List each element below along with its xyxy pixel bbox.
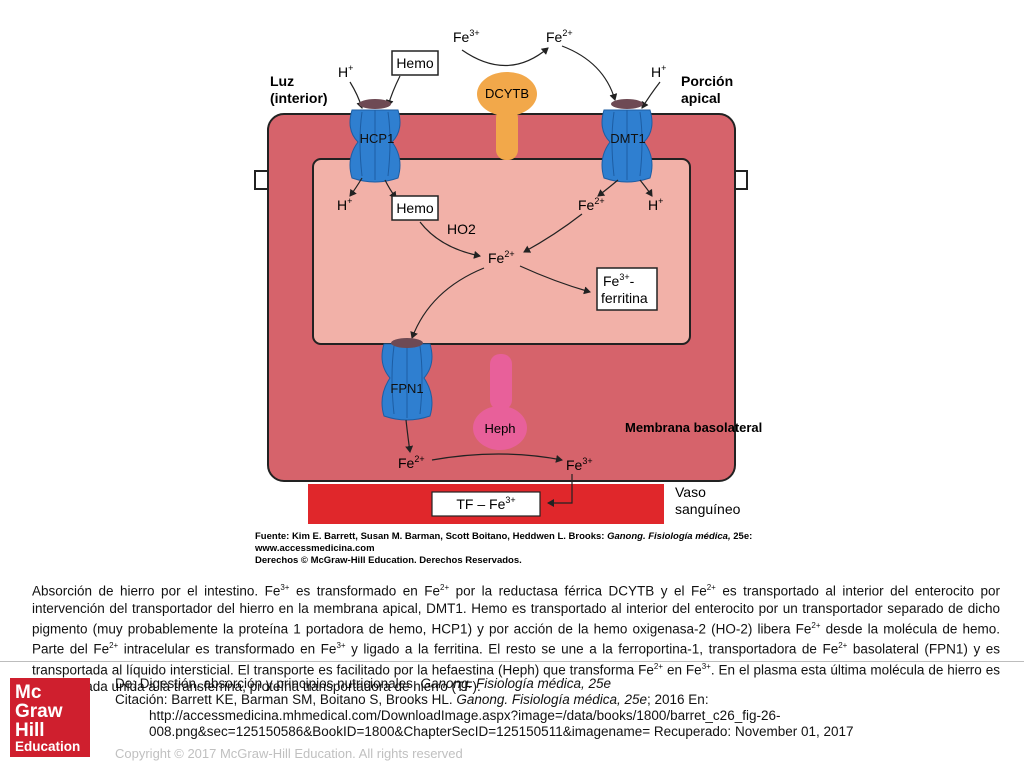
hcp1-transporter: HCP1 <box>349 99 401 183</box>
fe2-lumen: Fe2+ <box>546 28 573 45</box>
fe2-cytosol-pool: Fe2+ <box>488 249 515 266</box>
vessel-label: Vaso <box>675 484 706 500</box>
from-line: De: Digestión, absorción y principios nu… <box>115 676 612 691</box>
logo-line-4: Education <box>15 739 81 754</box>
apical-label: Porción <box>681 73 733 89</box>
vessel-sublabel: sanguíneo <box>675 501 741 517</box>
dmt1-transporter: DMT1 <box>601 99 653 183</box>
ferritin-label-bottom: ferritina <box>601 290 648 306</box>
fpn1-label: FPN1 <box>390 381 423 396</box>
hcp1-proton-cytosol: H+ <box>337 196 352 213</box>
ferritin-box <box>596 267 658 311</box>
heme-box-lumen <box>391 50 439 76</box>
footer-divider <box>0 661 1024 662</box>
fe3-interstitial: Fe3+ <box>566 456 593 473</box>
ferritin-binding-arrow <box>519 265 591 295</box>
citation-line: Citación: Barrett KE, Barman SM, Boitano… <box>115 692 709 707</box>
fe2-interstitial: Fe2+ <box>398 454 425 471</box>
heme-cytosol-label: Hemo <box>396 200 434 216</box>
dmt1-label: DMT1 <box>610 131 645 146</box>
logo-line-2: Graw <box>15 701 63 722</box>
fe3-to-transferrin-arrow <box>547 474 573 507</box>
dcytb-protein: DCYTB <box>477 72 537 160</box>
logo-line-3: Hill <box>15 720 45 741</box>
heph-protein: Heph <box>473 354 527 450</box>
transferrin-label: TF – Fe3+ <box>456 495 515 512</box>
lumen-sublabel: (interior) <box>270 90 328 106</box>
mcgraw-hill-logo: Mc Graw Hill Education <box>10 678 90 757</box>
dmt1-fe2-release-arrow <box>597 179 619 197</box>
fe2-pool-arrow <box>523 213 583 253</box>
figure-caption: Absorción de hierro por el intestino. Fe… <box>32 583 1001 694</box>
cell-left-tab <box>254 170 270 190</box>
dcytb-label: DCYTB <box>485 86 529 101</box>
dmt1-proton-arrow <box>641 81 661 109</box>
dmt1-proton-release-arrow <box>639 179 653 197</box>
fpn1-export-arrow <box>405 419 414 453</box>
ho2-heme-to-fe2-arrow <box>419 221 481 259</box>
dmt1-proton-cytosol: H+ <box>648 196 663 213</box>
heme-lumen-label: Hemo <box>396 55 434 71</box>
apical-sublabel: apical <box>681 90 721 106</box>
source-line-1: Fuente: Kim E. Barrett, Susan M. Barman,… <box>255 531 752 542</box>
ferritin-label-top: Fe3+- <box>603 272 635 289</box>
transferrin-box <box>431 491 541 517</box>
fe2-to-dmt1-arrow <box>561 45 618 101</box>
heph-label: Heph <box>484 421 515 436</box>
ho2-label: HO2 <box>447 221 476 237</box>
heme-uptake-arrow <box>385 75 401 107</box>
lumen-label: Luz <box>270 73 294 89</box>
citation-url-2[interactable]: 008.png&sec=125150586&BookID=1800&Chapte… <box>149 724 854 739</box>
dmt1-proton-lumen: H+ <box>651 63 666 80</box>
fe3-lumen: Fe3+ <box>453 28 480 45</box>
basolateral-membrane-label: Membrana basolateral <box>625 420 762 435</box>
fe2-to-fpn1-arrow <box>410 267 485 339</box>
copyright-notice: Copyright © 2017 McGraw-Hill Education. … <box>115 746 463 761</box>
dmt1-fe2-cytosol: Fe2+ <box>578 196 605 213</box>
hcp1-proton-release-arrow <box>349 177 363 197</box>
logo-line-1: Mc <box>15 682 42 703</box>
citation-url-1[interactable]: http://accessmedicina.mhmedical.com/Down… <box>149 708 781 723</box>
heme-box-cytosol <box>391 195 439 221</box>
citation-block: De: Digestión, absorción y principios nu… <box>115 676 1015 740</box>
dcytb-reduction-arrow <box>461 47 549 67</box>
source-line-2: www.accessmedicina.com <box>254 543 375 554</box>
iron-absorption-diagram: Luz (interior) Porción apical Fe3+ Fe2+ … <box>254 28 762 566</box>
heph-oxidation-arrow <box>431 453 563 463</box>
hcp1-label: HCP1 <box>360 131 395 146</box>
hcp1-proton-lumen: H+ <box>338 63 353 80</box>
fpn1-transporter: FPN1 <box>381 338 433 421</box>
source-line-3: Derechos © McGraw-Hill Education. Derech… <box>255 555 522 566</box>
